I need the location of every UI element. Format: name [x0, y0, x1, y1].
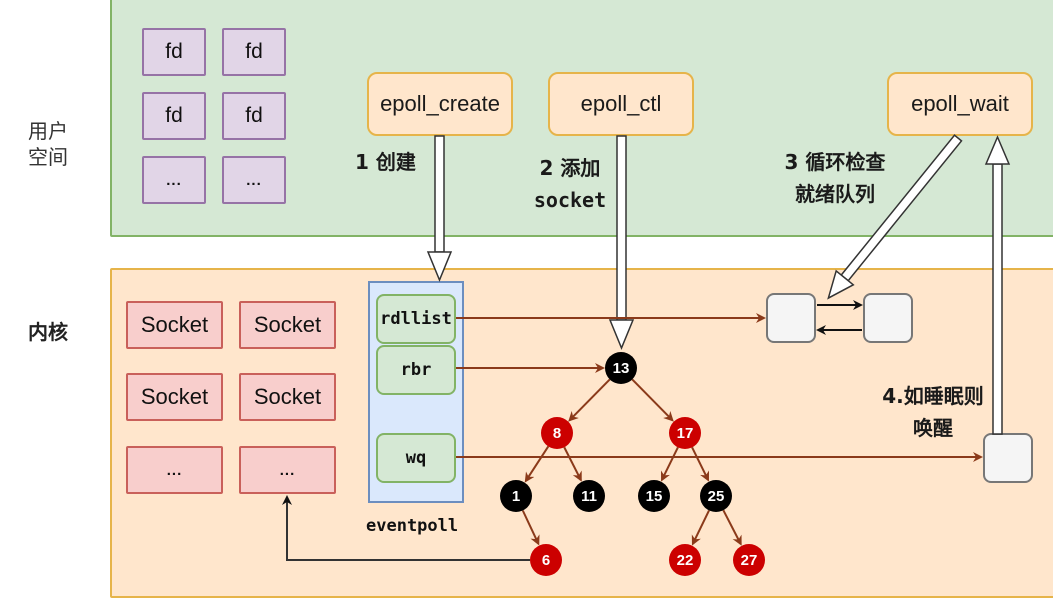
step3-label: 3 循环检查 就绪队列 — [775, 146, 895, 210]
fd-box: fd — [142, 28, 206, 76]
step4-line1: 4.如睡眠则 — [882, 384, 984, 408]
tree-edge-25-22 — [691, 509, 710, 546]
rbr-field: rbr — [376, 345, 456, 395]
check-arrow — [827, 134, 963, 300]
fd-box: fd — [222, 92, 286, 140]
socket-box: Socket — [239, 301, 336, 349]
rb-tree-edges — [521, 378, 742, 546]
tree-node-1: 1 — [500, 480, 532, 512]
step2-label: 2 添加 socket — [525, 152, 615, 216]
ready-queue-node — [766, 293, 816, 343]
tree-edge-8-11 — [563, 446, 582, 482]
socket-box: Socket — [126, 373, 223, 421]
ctl-arrow — [608, 135, 635, 350]
fd-box: ... — [222, 156, 286, 204]
socket-box: Socket — [239, 373, 336, 421]
epoll-ctl-box: epoll_ctl — [548, 72, 694, 136]
epoll-wait-box: epoll_wait — [887, 72, 1033, 136]
tree-node-17: 17 — [669, 417, 701, 449]
create-arrow — [426, 135, 453, 282]
kernel-label: 内核 — [28, 320, 68, 344]
node-to-socket-link — [282, 495, 530, 561]
wq-field: wq — [376, 433, 456, 483]
tree-edge-8-1 — [524, 445, 550, 483]
tree-edge-13-17 — [631, 378, 674, 422]
tree-edge-25-27 — [722, 509, 742, 546]
tree-node-22: 22 — [669, 544, 701, 576]
step2-line1: 2 添加 — [539, 156, 601, 180]
eventpoll-label: eventpoll — [366, 516, 459, 536]
tree-node-27: 27 — [733, 544, 765, 576]
step4-line2: 唤醒 — [913, 416, 953, 440]
step3-line1: 3 循环检查 — [784, 150, 886, 174]
tree-edge-17-15 — [660, 446, 679, 482]
tree-node-25: 25 — [700, 480, 732, 512]
socket-box: ... — [239, 446, 336, 494]
tree-node-15: 15 — [638, 480, 670, 512]
user-space-label: 用户 空间 — [18, 118, 78, 170]
tree-edge-17-25 — [691, 446, 710, 482]
tree-node-8: 8 — [541, 417, 573, 449]
wakeup-arrow — [984, 135, 1011, 435]
epoll-create-box: epoll_create — [367, 72, 513, 136]
tree-edge-1-6 — [521, 510, 540, 546]
socket-box: Socket — [126, 301, 223, 349]
step1-label: 1 创建 — [355, 150, 416, 174]
tree-node-13: 13 — [605, 352, 637, 384]
fd-box: fd — [222, 28, 286, 76]
step2-line2: socket — [533, 188, 607, 212]
socket-box: ... — [126, 446, 223, 494]
tree-node-11: 11 — [573, 480, 605, 512]
fd-box: fd — [142, 92, 206, 140]
fd-box: ... — [142, 156, 206, 204]
user-space-label-text: 用户 空间 — [28, 119, 68, 169]
wait-queue-node — [983, 433, 1033, 483]
step4-label: 4.如睡眠则 唤醒 — [868, 380, 998, 444]
rdllist-field: rdllist — [376, 294, 456, 344]
ready-queue-node — [863, 293, 913, 343]
tree-node-6: 6 — [530, 544, 562, 576]
tree-edge-13-8 — [568, 378, 611, 422]
step3-line2: 就绪队列 — [795, 182, 875, 206]
